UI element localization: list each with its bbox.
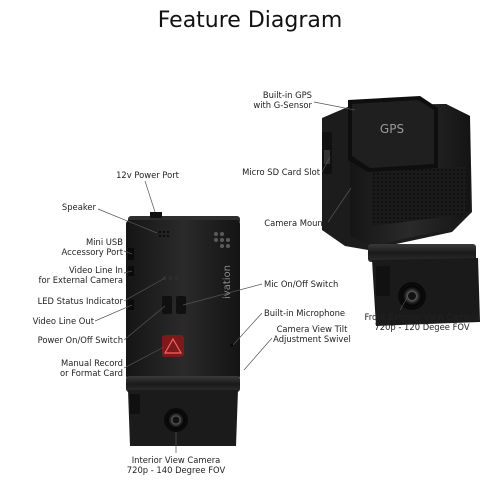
label-speaker: Speaker: [61, 202, 96, 212]
brand-dots-icon: [214, 232, 230, 248]
power-switch-icon: [162, 296, 172, 314]
usb-port-icon: [128, 248, 134, 260]
page-title: Feature Diagram: [157, 8, 343, 33]
rear-device: GPS: [322, 96, 480, 326]
label-tilt-swivel: Camera View Tilt Adjustment Swivel: [273, 324, 351, 344]
label-front-camera: Front Exterior View Camera 720p - 120 De…: [364, 312, 480, 332]
leader-lines: [94, 101, 408, 453]
gps-label: GPS: [380, 122, 404, 136]
label-power-switch: Power On/Off Switch: [37, 335, 123, 345]
brand-label: ivation: [222, 265, 233, 299]
label-video-in: Video Line In for External Camera: [38, 265, 123, 285]
mic-switch-icon: [176, 296, 186, 314]
label-mic-switch: Mic On/Off Switch: [264, 279, 339, 289]
label-led-status: LED Status Indicator: [37, 296, 123, 306]
record-button-icon: [162, 335, 184, 357]
label-sd-slot: Micro SD Card Slot: [242, 167, 320, 177]
label-gps: Built-in GPS with G-Sensor: [253, 90, 312, 110]
label-camera-mount: Camera Mount: [264, 218, 326, 228]
label-microphone: Built-in Microphone: [264, 308, 346, 318]
label-mini-usb: Mini USB Accessory Port: [61, 237, 123, 257]
label-manual-record: Manual Record or Format Card: [60, 358, 123, 378]
speaker-icon: [159, 231, 169, 237]
label-power-port: 12v Power Port: [116, 170, 179, 180]
microphone-icon: [230, 343, 234, 347]
label-video-out: Video Line Out: [32, 316, 94, 326]
led-icon: [163, 276, 178, 280]
label-interior-camera: Interior View Camera 720p - 140 Degree F…: [126, 455, 226, 475]
sd-slot-icon: [324, 150, 330, 164]
grill-icon: [372, 166, 466, 226]
front-device: ivation: [126, 212, 240, 446]
